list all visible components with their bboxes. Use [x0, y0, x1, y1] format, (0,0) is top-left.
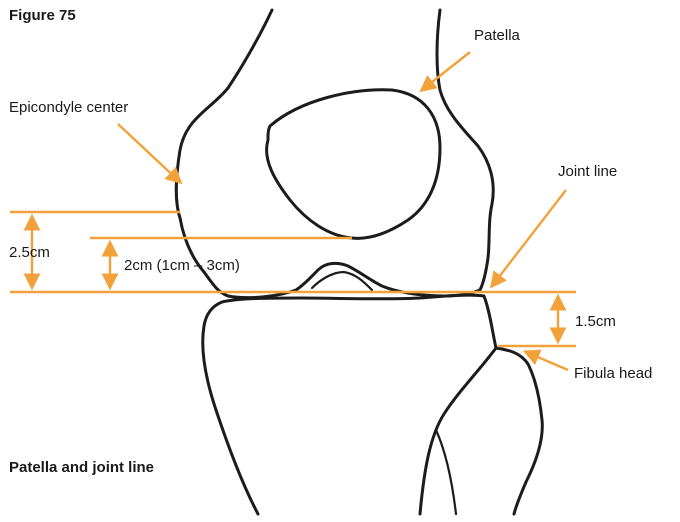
measurement-2cm: 2cm (1cm – 3cm)	[124, 257, 240, 275]
tibia-shaft-right	[420, 348, 496, 514]
figure-label: Figure 75	[9, 7, 76, 25]
patella-label: Patella	[474, 27, 520, 45]
fibula-outline	[496, 348, 542, 514]
figure-caption: Patella and joint line	[9, 459, 154, 477]
fibula-head-label: Fibula head	[574, 365, 652, 383]
joint-line-label: Joint line	[558, 163, 617, 181]
measurement-2-5cm: 2.5cm	[9, 244, 50, 262]
joint-line-pointer	[492, 190, 566, 286]
fibula-inner-line	[436, 430, 456, 514]
femur-left-outline	[176, 10, 272, 296]
measurement-1-5cm: 1.5cm	[575, 313, 616, 331]
femur-right-outline	[437, 10, 493, 290]
fibula-pointer	[526, 352, 568, 370]
patella-outline	[267, 90, 440, 239]
patella-pointer	[422, 52, 470, 90]
epicondyle-center-label: Epicondyle center	[9, 99, 128, 117]
epicondyle-pointer	[118, 124, 180, 182]
